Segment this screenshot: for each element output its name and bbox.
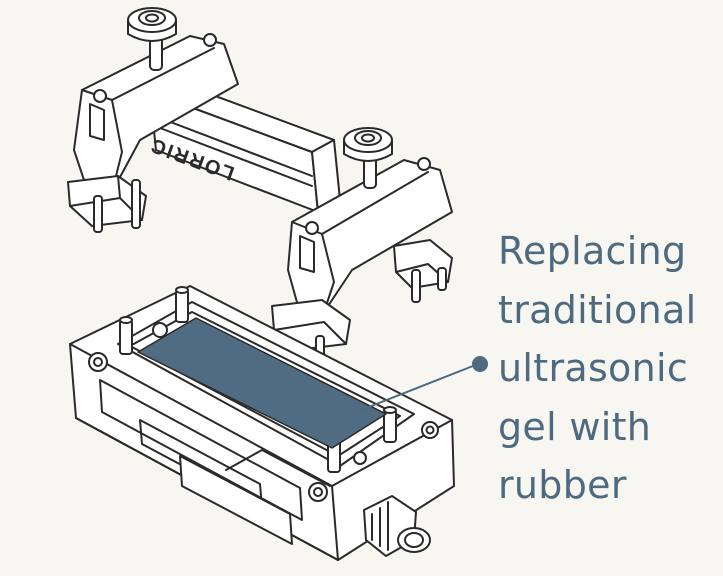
knob-right (343, 127, 393, 189)
clamp-assembly: LORRIC (67, 7, 453, 361)
rubber-pad (137, 317, 387, 449)
callout-line-4: gel with (498, 404, 652, 449)
guide-pins (119, 286, 397, 473)
callout-dot (472, 356, 488, 372)
knob-left (127, 7, 177, 71)
cable-connector (363, 495, 431, 557)
callout-line-3: ultrasonic (498, 346, 689, 390)
callout-line-1: Replacing (498, 229, 687, 273)
callout-leader (355, 356, 488, 413)
callout-caption: Replacing traditional ultrasonic gel wit… (498, 222, 720, 515)
callout-line-5: rubber (498, 463, 627, 507)
sensor-body (69, 285, 455, 561)
clamp-arm-left (67, 33, 239, 233)
callout-line-2: traditional (498, 287, 697, 332)
